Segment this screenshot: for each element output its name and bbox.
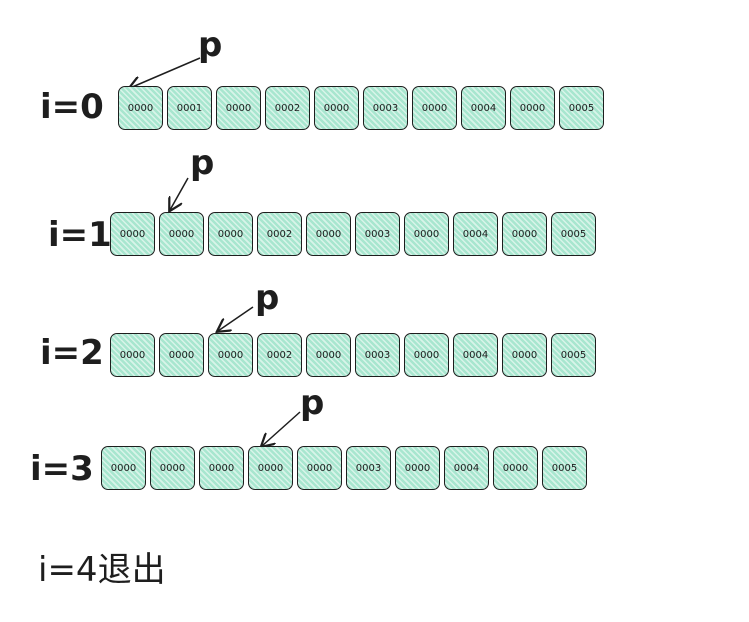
array-cell: 0000 xyxy=(297,446,342,490)
array-cell: 0004 xyxy=(453,333,498,377)
array-cell: 0000 xyxy=(150,446,195,490)
array-cell: 0000 xyxy=(502,333,547,377)
array-row-2: 0000 0000 0000 0002 0000 0003 0000 0004 … xyxy=(110,333,596,377)
pointer-label-0: p xyxy=(198,25,223,65)
array-cell: 0002 xyxy=(257,212,302,256)
pointer-arrow-row-1 xyxy=(170,177,189,210)
array-cell: 0005 xyxy=(551,212,596,256)
row-label-0: i=0 xyxy=(40,87,104,127)
array-cell: 0000 xyxy=(306,212,351,256)
array-cell: 0005 xyxy=(542,446,587,490)
array-cell: 0005 xyxy=(551,333,596,377)
array-cell: 0000 xyxy=(199,446,244,490)
array-cell: 0000 xyxy=(159,212,204,256)
array-cell: 0000 xyxy=(159,333,204,377)
array-row-0: 0000 0001 0000 0002 0000 0003 0000 0004 … xyxy=(118,86,604,130)
array-cell: 0000 xyxy=(110,333,155,377)
pointer-arrow-row-2 xyxy=(218,306,254,331)
pointer-label-2: p xyxy=(255,278,280,318)
array-cell: 0004 xyxy=(461,86,506,130)
array-cell: 0003 xyxy=(355,333,400,377)
array-cell: 0000 xyxy=(208,212,253,256)
array-cell: 0000 xyxy=(248,446,293,490)
pointer-label-3: p xyxy=(300,383,325,423)
array-cell: 0005 xyxy=(559,86,604,130)
array-row-1: 0000 0000 0000 0002 0000 0003 0000 0004 … xyxy=(110,212,596,256)
array-cell: 0000 xyxy=(510,86,555,130)
array-cell: 0003 xyxy=(363,86,408,130)
array-cell: 0000 xyxy=(493,446,538,490)
array-cell: 0000 xyxy=(101,446,146,490)
array-cell: 0000 xyxy=(216,86,261,130)
array-cell: 0002 xyxy=(265,86,310,130)
array-cell: 0001 xyxy=(167,86,212,130)
row-label-2: i=2 xyxy=(40,333,104,373)
array-row-3: 0000 0000 0000 0000 0000 0003 0000 0004 … xyxy=(101,446,587,490)
array-cell: 0000 xyxy=(404,333,449,377)
pointer-arrow-row-0 xyxy=(130,57,201,88)
array-cell: 0003 xyxy=(346,446,391,490)
row-label-3: i=3 xyxy=(30,449,94,489)
array-cell: 0000 xyxy=(395,446,440,490)
exit-label: i=4退出 xyxy=(38,550,166,590)
array-cell: 0004 xyxy=(453,212,498,256)
array-cell: 0004 xyxy=(444,446,489,490)
array-cell: 0000 xyxy=(118,86,163,130)
array-cell: 0000 xyxy=(208,333,253,377)
row-label-1: i=1 xyxy=(48,215,112,255)
array-cell: 0003 xyxy=(355,212,400,256)
array-cell: 0000 xyxy=(314,86,359,130)
pointer-arrow-row-3 xyxy=(262,411,301,446)
array-cell: 0000 xyxy=(412,86,457,130)
pointer-label-1: p xyxy=(190,143,215,183)
array-cell: 0000 xyxy=(306,333,351,377)
array-cell: 0000 xyxy=(110,212,155,256)
array-cell: 0000 xyxy=(404,212,449,256)
array-cell: 0000 xyxy=(502,212,547,256)
array-cell: 0002 xyxy=(257,333,302,377)
